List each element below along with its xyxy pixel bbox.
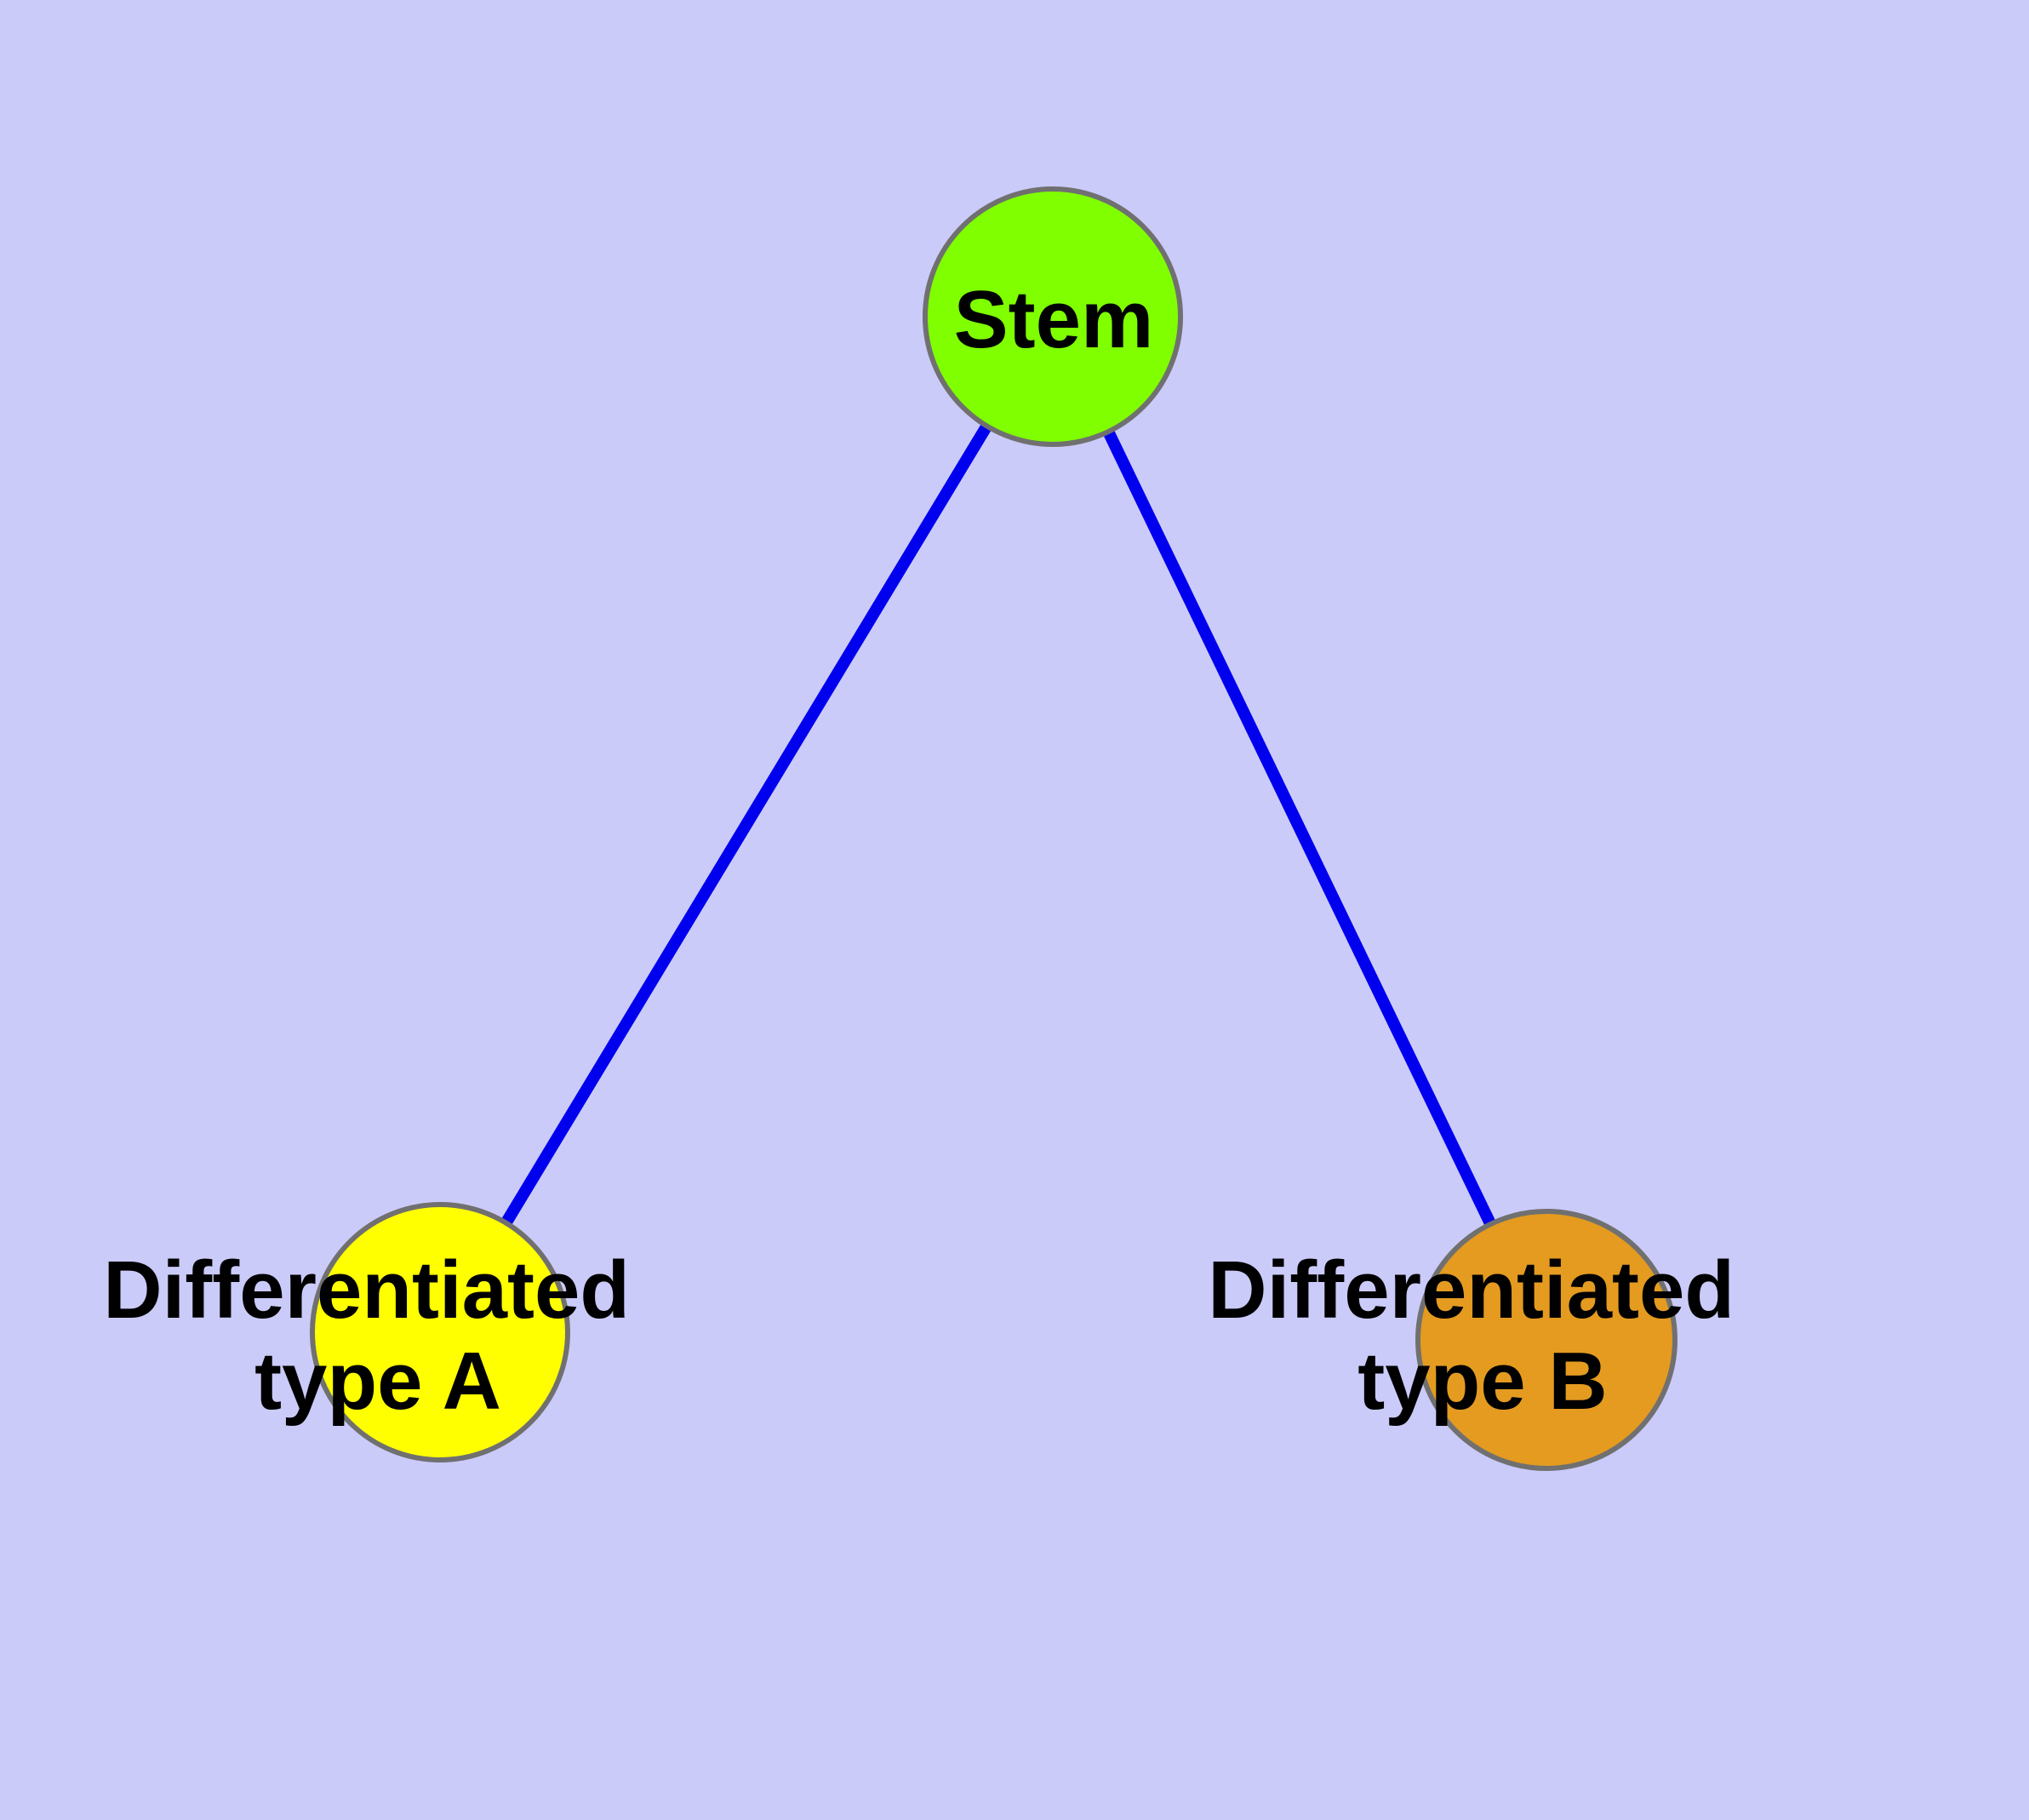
edge-stem-to-differentiated-type-b[interactable] [1047, 313, 1552, 1343]
nodes-layer [310, 186, 1677, 1471]
edges-layer [435, 313, 1552, 1343]
node-differentiated-type-a[interactable] [310, 1202, 570, 1462]
node-label-differentiated-type-b: Differentiated type B [1208, 1245, 1757, 1427]
node-label-differentiated-type-a-line-2: type A [254, 1336, 501, 1427]
node-label-differentiated-type-b-line-2: type B [1357, 1336, 1607, 1427]
node-label-differentiated-type-b-line-1: Differentiated [1208, 1245, 1735, 1336]
node-label-stem: Stem [954, 274, 1154, 365]
node-label-differentiated-type-a: Differentiated type A [103, 1245, 652, 1427]
node-label-differentiated-type-a-line-1: Differentiated [103, 1245, 630, 1336]
node-differentiated-type-b[interactable] [1415, 1209, 1677, 1471]
node-label-stem-line-1: Stem [954, 274, 1154, 365]
node-stem[interactable] [923, 186, 1183, 447]
edge-stem-to-differentiated-type-a[interactable] [435, 313, 1058, 1336]
labels-layer: Stem Differentiated type A Differentiate… [103, 274, 1757, 1427]
